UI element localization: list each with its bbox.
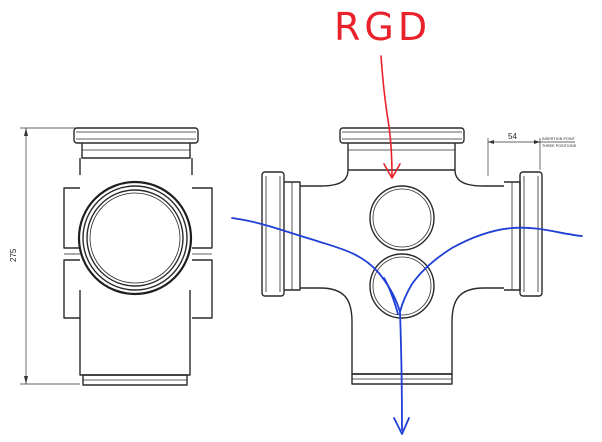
red-arrow-shaft xyxy=(380,55,393,177)
side-view: 275 xyxy=(9,127,213,386)
blue-flow-line-left xyxy=(231,217,401,313)
front-view: 54 INSERTION POINT THREE POSITIONS xyxy=(261,127,577,385)
red-arrowhead xyxy=(383,163,401,179)
insertion-note-line2: THREE POSITIONS xyxy=(542,144,577,148)
height-dimension: 275 xyxy=(9,127,80,385)
blue-flow-line-center xyxy=(383,277,399,315)
right-socket xyxy=(484,171,543,297)
handwritten-label: RGD xyxy=(334,5,431,49)
blue-flow-line-right xyxy=(399,226,583,313)
lower-boss xyxy=(369,253,435,319)
upper-boss xyxy=(369,185,435,251)
insertion-dimension: 54 INSERTION POINT THREE POSITIONS xyxy=(487,132,577,176)
red-annotation: RGD xyxy=(334,5,431,179)
insertion-dimension-label: 54 xyxy=(508,132,517,141)
blue-flow-line-down xyxy=(399,311,403,431)
insertion-note-line1: INSERTION POINT xyxy=(542,137,576,141)
blue-annotation xyxy=(231,217,583,435)
left-socket xyxy=(261,171,320,297)
height-dimension-label: 275 xyxy=(9,248,18,262)
blue-arrowhead xyxy=(393,417,410,435)
